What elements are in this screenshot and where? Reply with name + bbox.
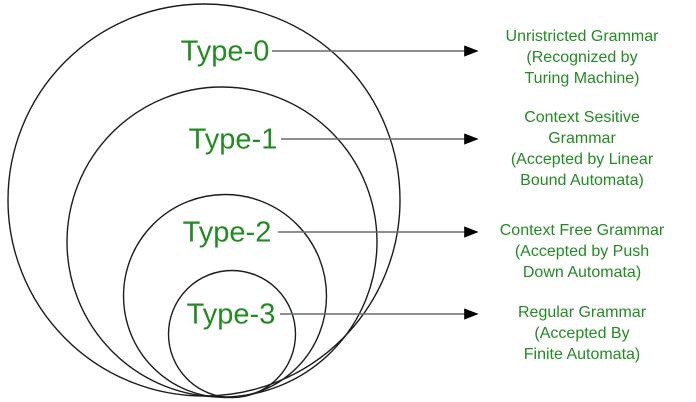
desc-line: Bound Automata) xyxy=(520,172,644,189)
desc-line: Context Sesitive xyxy=(524,109,640,126)
desc-type-1: Context Sesitive Grammar (Accepted by Li… xyxy=(478,107,686,191)
desc-type-0: Unristricted Grammar (Recognized by Turi… xyxy=(478,26,686,89)
label-type-2: Type-2 xyxy=(182,216,272,249)
desc-line: Grammar xyxy=(548,130,616,147)
desc-line: Turing Machine) xyxy=(524,70,640,87)
desc-line: (Recognized by xyxy=(526,49,638,66)
desc-type-3: Regular Grammar (Accepted By Finite Auto… xyxy=(478,302,686,365)
label-type-3: Type-3 xyxy=(186,298,276,331)
desc-line: Regular Grammar xyxy=(517,304,647,321)
desc-line: Context Free Grammar xyxy=(499,222,665,239)
label-type-0: Type-0 xyxy=(180,35,270,68)
desc-line: (Accepted by Linear xyxy=(510,151,654,168)
desc-line: Finite Automata) xyxy=(523,346,641,363)
desc-line: (Accepted by Push xyxy=(514,243,650,260)
desc-line: Down Automata) xyxy=(522,264,642,281)
desc-line: Unristricted Grammar xyxy=(505,28,659,45)
circle-type-3 xyxy=(167,269,297,399)
label-type-1: Type-1 xyxy=(188,123,278,156)
desc-line: (Accepted By xyxy=(534,325,630,342)
desc-type-2: Context Free Grammar (Accepted by Push D… xyxy=(478,220,686,283)
